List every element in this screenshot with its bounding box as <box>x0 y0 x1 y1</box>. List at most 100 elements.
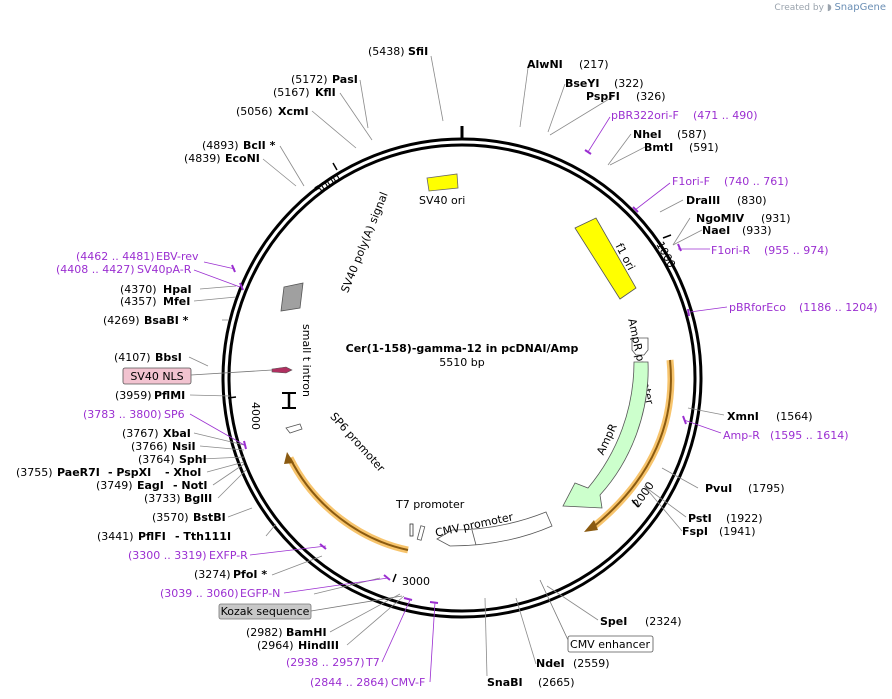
site-xhoi: - XhoI <box>165 466 201 479</box>
primer-leaders <box>189 116 728 683</box>
site-mfei-pos: (4357) <box>120 295 157 308</box>
f1-ori-feature <box>574 217 637 300</box>
kozak-box <box>218 603 312 620</box>
site-paer7i: PaeR7I <box>57 466 100 479</box>
site-xbai-pos: (3767) <box>122 427 159 440</box>
site-naei: NaeI <box>702 224 730 237</box>
site-bseyi-pos: (322) <box>614 77 644 90</box>
tick-3000: 3000 <box>402 575 430 588</box>
site-sphi: SphI <box>179 453 207 466</box>
sv40-nls-feature <box>271 366 293 374</box>
site-bcli: BclI * <box>243 139 276 152</box>
primer-sv40pa-r-range: (4408 .. 4427) <box>56 263 135 276</box>
sv40-nls-leader <box>190 369 273 376</box>
site-hpai-pos: (4370) <box>120 283 157 296</box>
site-sfii: SfiI <box>408 45 428 58</box>
site-pflfi: PflFI <box>138 530 166 543</box>
site-pasi: PasI <box>332 73 358 86</box>
site-naei-pos: (933) <box>742 224 772 237</box>
primer-f1ori-f-range: (740 .. 761) <box>724 175 789 188</box>
site-ndei-pos: (2559) <box>573 657 610 670</box>
orf-arrow-right <box>591 359 672 529</box>
site-hindiii-pos: (2964) <box>257 639 294 652</box>
snapgene-logo-icon: ◗ <box>826 3 832 13</box>
site-mfei: MfeI <box>163 295 190 308</box>
sv40-nls-box <box>122 367 192 385</box>
plasmid-name: Cer(1-158)-gamma-12 in pcDNAI/Amp <box>346 342 579 355</box>
site-snabi-pos: (2665) <box>538 676 575 689</box>
site-nsii-pos: (3766) <box>131 440 168 453</box>
cmv-promoter-divider <box>471 529 477 546</box>
site-pvui-pos: (1795) <box>748 482 785 495</box>
site-alwni-pos: (217) <box>579 58 609 71</box>
site-bbsi-pos: (4107) <box>114 351 151 364</box>
site-econi: EcoNI <box>225 152 260 165</box>
primer-f1ori-r-range: (955 .. 974) <box>764 244 829 257</box>
primer-exfp-r: EXFP-R <box>209 549 248 562</box>
sv40-ori-label: SV40 ori <box>419 194 465 207</box>
site-ngomiv: NgoMIV <box>696 212 745 225</box>
site-bcli-pos: (4893) <box>202 139 239 152</box>
credit-brand: SnapGene <box>834 2 886 13</box>
site-hindiii: HindIII <box>298 639 339 652</box>
site-pspxi: - PspXI <box>108 466 151 479</box>
scale-ticks <box>227 162 672 583</box>
site-bmti-pos: (591) <box>689 141 719 154</box>
site-kfli: KflI <box>315 86 336 99</box>
site-pspfi-pos: (326) <box>636 90 666 103</box>
site-sphi-pos: (3764) <box>138 453 175 466</box>
primer-cmv-f-range: (2844 .. 2864) <box>310 676 389 689</box>
primer-exfp-r-range: (3300 .. 3319) <box>128 549 207 562</box>
primer-f1ori-f: F1ori-F <box>672 175 710 188</box>
site-nsii: NsiI <box>172 440 196 453</box>
primer-ebv-rev: EBV-rev <box>156 250 199 263</box>
site-alwni: AlwNI <box>527 58 563 71</box>
site-fspi-pos: (1941) <box>719 525 756 538</box>
site-bglii-pos: (3733) <box>144 492 181 505</box>
primer-pbr322ori-f-range: (471 .. 490) <box>693 109 758 122</box>
t7-promoter-feature <box>409 523 414 537</box>
site-bamhi: BamHI <box>286 626 327 639</box>
site-noti: - NotI <box>173 479 208 492</box>
snapgene-credit: Created by ◗ SnapGene <box>774 2 886 13</box>
site-pflmi: PflMI <box>154 389 185 402</box>
orf-arrow-left <box>289 457 409 551</box>
site-pfoi-pos: (3274) <box>194 568 231 581</box>
site-xmni: XmnI <box>727 410 759 423</box>
sv40-polya-feature <box>280 282 304 312</box>
site-ndei: NdeI <box>536 657 565 670</box>
backbone-inner <box>227 143 697 613</box>
kozak-leader <box>310 595 403 612</box>
primer-t7: T7 <box>365 656 380 669</box>
site-bamhi-pos: (2982) <box>246 626 283 639</box>
orf-arrowhead-left <box>284 452 294 464</box>
primer-egfp-n: EGFP-N <box>240 587 280 600</box>
site-bbsi: BbsI <box>155 351 182 364</box>
t7-promoter-label: T7 promoter <box>395 498 465 511</box>
site-bstbi: BstBI <box>193 511 226 524</box>
site-eagi-pos: (3749) <box>96 479 133 492</box>
primer-t7-range: (2938 .. 2957) <box>286 656 365 669</box>
site-pflfi-pos: (3441) <box>97 530 134 543</box>
site-econi-pos: (4839) <box>184 152 221 165</box>
sp6-promoter-feature <box>285 423 303 434</box>
cmv-enhancer-box <box>567 635 654 653</box>
primer-cmv-f: CMV-F <box>391 676 425 689</box>
site-xbai: XbaI <box>163 427 191 440</box>
sp6-promoter-label: SP6 promoter <box>327 410 387 475</box>
ampr-feature <box>562 361 649 509</box>
primer-egfp-n-range: (3039 .. 3060) <box>160 587 239 600</box>
backbone-outer <box>221 137 703 619</box>
site-sfii-pos: (5438) <box>368 45 405 58</box>
site-xmni-pos: (1564) <box>776 410 813 423</box>
primer-ebv-rev-range: (4462 .. 4481) <box>76 250 155 263</box>
site-bseyi: BseYI <box>565 77 599 90</box>
primer-amp-r: Amp-R <box>723 429 760 442</box>
site-xcmi-pos: (5056) <box>236 105 273 118</box>
site-spei-pos: (2324) <box>645 615 682 628</box>
cmv-enhancer-label: CMV enhancer <box>570 638 650 651</box>
site-bsabi: BsaBI * <box>144 314 189 327</box>
site-pspfi: PspFI <box>586 90 620 103</box>
site-pasi-pos: (5172) <box>291 73 328 86</box>
